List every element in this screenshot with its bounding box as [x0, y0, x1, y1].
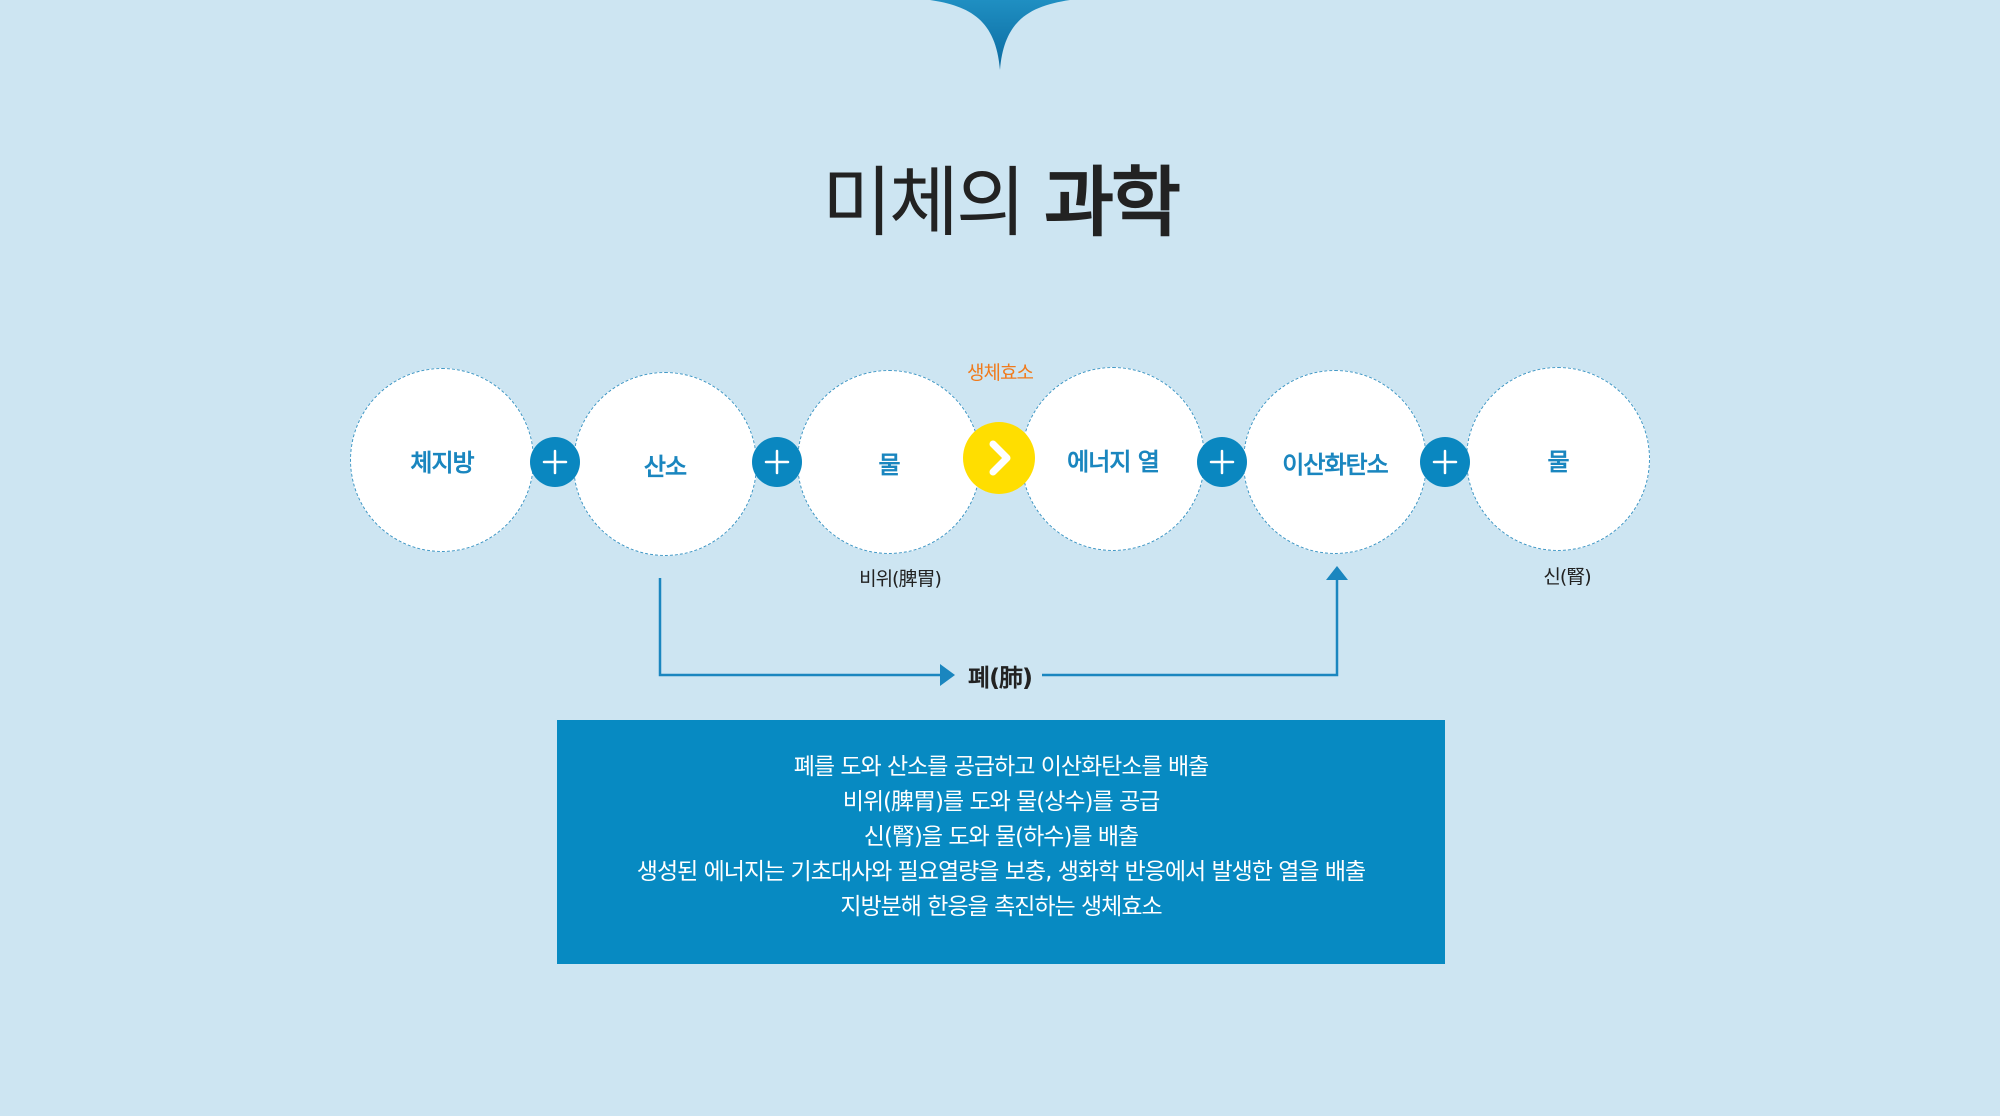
- chevron-right-icon: [963, 422, 1035, 494]
- node-carbon-dioxide: 이산화탄소: [1243, 370, 1427, 554]
- node-water-input: 물: [797, 370, 981, 554]
- node-oxygen-label: 산소: [643, 452, 687, 481]
- title-light: 미체의: [822, 158, 1026, 247]
- plus-icon: [1197, 437, 1247, 487]
- node-carbon-dioxide-label: 이산화탄소: [1282, 450, 1388, 479]
- node-energy-heat: 에너지 열: [1021, 367, 1205, 551]
- description-box: 폐를 도와 산소를 공급하고 이산화탄소를 배출 비위(脾胃)를 도와 물(상수…: [557, 720, 1445, 964]
- node-oxygen: 산소: [573, 372, 757, 556]
- description-line: 비위(脾胃)를 도와 물(상수)를 공급: [842, 789, 1161, 815]
- node-water-output: 물: [1466, 367, 1650, 551]
- node-body-fat-label: 체지방: [410, 448, 474, 477]
- node-body-fat: 체지방: [350, 368, 534, 552]
- top-decoration: [930, 0, 1070, 70]
- description-line: 폐를 도와 산소를 공급하고 이산화탄소를 배출: [793, 754, 1210, 780]
- page-title: 미체의 과학: [0, 148, 2000, 258]
- description-line: 생성된 에너지는 기초대사와 필요열량을 보충, 생화학 반응에서 발생한 열을…: [636, 859, 1366, 885]
- node-water-output-label: 물: [1547, 447, 1569, 476]
- organ-label-lungs: 폐(肺): [967, 664, 1033, 692]
- organ-label-kidney: 신(腎): [1543, 566, 1591, 588]
- node-energy-heat-label: 에너지 열: [1067, 447, 1160, 476]
- plus-icon: [752, 437, 802, 487]
- plus-icon: [1420, 437, 1470, 487]
- title-bold: 과학: [1044, 158, 1181, 247]
- enzyme-label: 생체효소: [967, 362, 1034, 384]
- plus-icon: [530, 437, 580, 487]
- organ-label-spleen-stomach: 비위(脾胃): [859, 568, 942, 590]
- description-line: 신(腎)을 도와 물(하수)를 배출: [863, 824, 1139, 850]
- node-water-input-label: 물: [878, 450, 900, 479]
- description-line: 지방분해 한응을 촉진하는 생체효소: [840, 894, 1162, 920]
